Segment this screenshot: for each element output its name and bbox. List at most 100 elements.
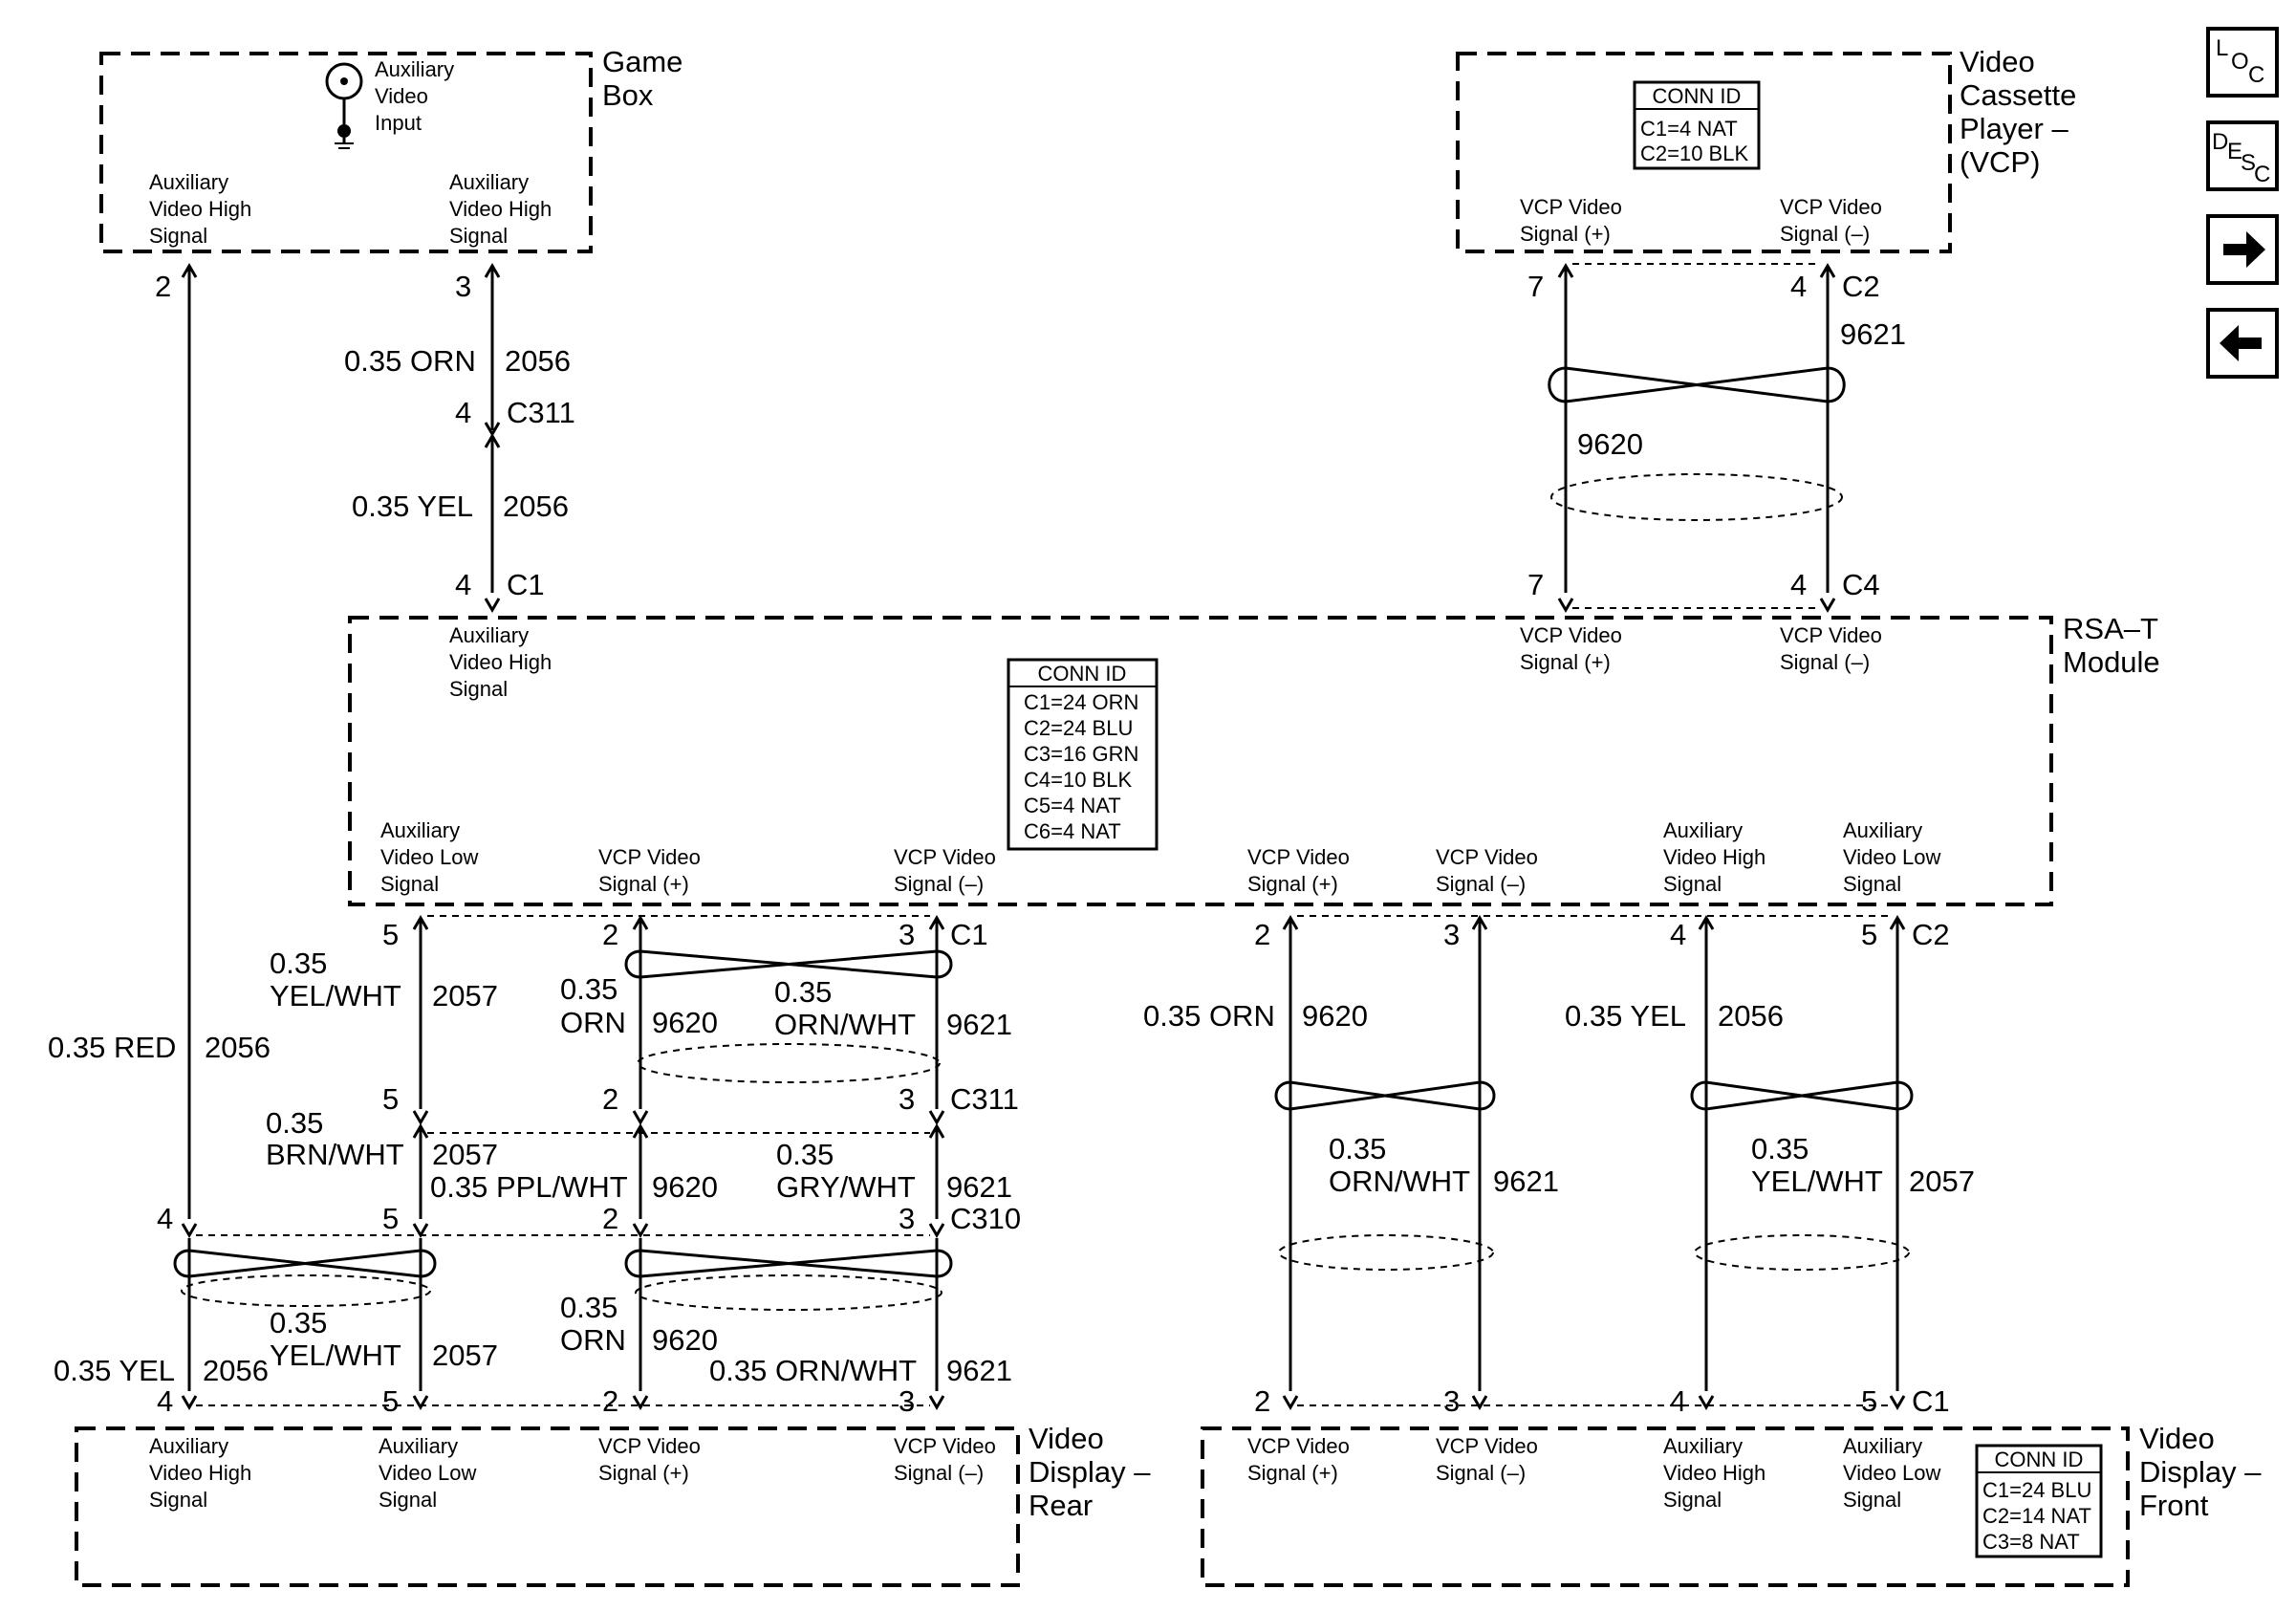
front-display-title: Display – <box>2139 1455 2262 1489</box>
desc-letter: D <box>2212 129 2228 155</box>
front-conn-id-table: CONN ID C1=24 BLU C2=14 NAT C3=8 NAT <box>1975 1444 2103 1558</box>
connector-id: C1 <box>950 918 988 951</box>
pin-label: Auxiliary <box>1843 1434 1922 1458</box>
pin-label: Signal (+) <box>1247 872 1338 896</box>
pin-number: 4 <box>455 568 471 601</box>
pin-number: 3 <box>899 1202 915 1235</box>
conn-id-entry: C1=24 BLU <box>1982 1478 2091 1502</box>
game-box: Game Box Auxiliary Video Input Auxiliary… <box>99 45 682 303</box>
circuit-number: 2057 <box>1909 1165 1975 1198</box>
desc-letter: C <box>2254 162 2270 187</box>
pin-number: 4 <box>1670 918 1686 951</box>
circuit-number: 9620 <box>1302 999 1368 1033</box>
wire-color: YEL/WHT <box>1751 1165 1883 1198</box>
conn-id-entry: C3=16 GRN <box>1024 742 1138 766</box>
conn-id-entry: C6=4 NAT <box>1024 819 1121 843</box>
pin-label: Video Low <box>1843 845 1940 869</box>
circuit-number: 2056 <box>503 490 569 523</box>
circuit-number: 2056 <box>203 1354 269 1387</box>
conn-id-entry: C1=24 ORN <box>1024 690 1138 714</box>
wire-color: 0.35 <box>774 975 832 1009</box>
pin-label: VCP Video <box>1436 845 1538 869</box>
rsa-t-module: RSA–T Module Auxiliary Video High Signal… <box>348 612 2160 906</box>
pin-label: Video Low <box>1843 1461 1940 1485</box>
pin-label: Auxiliary <box>149 1434 228 1458</box>
shield-symbol <box>635 1274 942 1311</box>
pin-label: Signal (–) <box>1436 1461 1526 1485</box>
pin-number: 2 <box>602 1384 618 1418</box>
wire-color: 0.35 PPL/WHT <box>430 1170 628 1204</box>
pin-number: 4 <box>1790 568 1807 601</box>
circuit-number: 9621 <box>946 1170 1012 1204</box>
pin-label: Signal <box>1843 872 1901 896</box>
rsa-conn-id-table: CONN ID C1=24 ORN C2=24 BLU C3=16 GRN C4… <box>1007 658 1159 851</box>
front-display-outline <box>1201 1426 2130 1587</box>
desc-button[interactable]: D E S C <box>2206 120 2279 191</box>
rsa-title: RSA–T <box>2063 612 2158 645</box>
pin-label: VCP Video <box>1780 195 1882 219</box>
connector-id: C2 <box>1842 270 1880 303</box>
conn-id-title: CONN ID <box>1995 1448 2084 1471</box>
pin-label: Video High <box>449 197 552 221</box>
pin-label: VCP Video <box>1247 1434 1350 1458</box>
left-arrow-icon <box>2220 325 2262 361</box>
pin-label: VCP Video <box>894 845 996 869</box>
pin-label: Signal (–) <box>1436 872 1526 896</box>
pin-label: Signal <box>1663 872 1722 896</box>
connector-id: C1 <box>1912 1384 1950 1418</box>
pin-label: Video High <box>149 1461 251 1485</box>
pin-label: VCP Video <box>598 845 701 869</box>
next-button[interactable] <box>2206 214 2279 285</box>
wire-color: YEL/WHT <box>270 979 401 1012</box>
pin-label: VCP Video <box>1780 623 1882 647</box>
pin-number: 2 <box>602 1202 618 1235</box>
loc-button[interactable]: L O C <box>2206 27 2279 98</box>
pin-label: Signal (+) <box>1520 222 1611 246</box>
twist-symbol <box>1274 1080 1496 1111</box>
circuit-number: 9621 <box>1840 317 1906 351</box>
pin-label: Signal (+) <box>598 872 689 896</box>
pin-number: 3 <box>1443 918 1460 951</box>
wire-color: 0.35 YEL <box>54 1354 175 1387</box>
conn-id-entry: C1=4 NAT <box>1640 117 1738 141</box>
wire-color: 0.35 ORN <box>344 344 476 378</box>
pin-number: 3 <box>899 1082 915 1116</box>
pin-label: VCP Video <box>1436 1434 1538 1458</box>
wire-color: 0.35 ORN <box>1143 999 1275 1033</box>
twist-symbol <box>1548 366 1846 403</box>
connector-id: C4 <box>1842 568 1880 601</box>
pin-label: VCP Video <box>1247 845 1350 869</box>
wire-color: ORN <box>560 1323 626 1357</box>
wire-color: BRN/WHT <box>266 1138 404 1171</box>
wire-color: 0.35 <box>270 947 327 980</box>
pin-number: 3 <box>455 270 471 303</box>
loc-letter: C <box>2248 62 2264 88</box>
vcp-title: Player – <box>1960 112 2069 145</box>
pin-number: 5 <box>382 918 399 951</box>
conn-id-entry: C4=10 BLK <box>1024 768 1132 792</box>
pin-label: Auxiliary <box>1663 1434 1743 1458</box>
pin-number: 2 <box>155 270 171 303</box>
pin-label: VCP Video <box>598 1434 701 1458</box>
prev-button[interactable] <box>2206 308 2279 379</box>
wire-color: ORN/WHT <box>774 1008 916 1041</box>
circuit-number: 9621 <box>946 1354 1012 1387</box>
pin-number: 7 <box>1527 270 1544 303</box>
pin-label: Video High <box>1663 1461 1765 1485</box>
wire-color: 0.35 YEL <box>352 490 473 523</box>
connector-id: C311 <box>950 1082 1019 1116</box>
game-box-wire: 0.35 ORN 2056 4 C311 0.35 YEL 2056 4 C1 <box>344 264 575 612</box>
pin-number: 3 <box>1443 1384 1460 1418</box>
pin-label: Auxiliary <box>1663 818 1743 842</box>
twist-symbol <box>1690 1080 1914 1111</box>
circuit-number: 2057 <box>432 1339 498 1372</box>
pin-label: Auxiliary <box>380 818 460 842</box>
pin-number: 2 <box>602 1082 618 1116</box>
game-box-title: Game <box>602 45 682 78</box>
vcp-title: Video <box>1960 45 2035 78</box>
jack-label: Auxiliary <box>375 57 454 81</box>
pin-number: 2 <box>602 918 618 951</box>
wire-color: ORN/WHT <box>1329 1165 1470 1198</box>
circuit-number: 2057 <box>432 979 498 1012</box>
